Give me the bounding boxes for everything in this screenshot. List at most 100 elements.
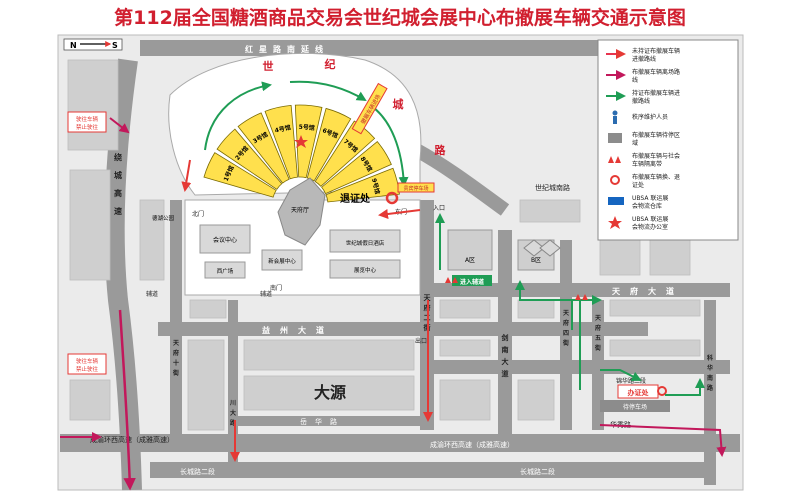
label-yuehua: 岳华路 [300,417,345,426]
hall-2 [216,128,283,190]
block-w-long [69,169,111,281]
legend-label-6-b: 证处 [632,181,644,189]
vlabel-raocheng_gaosu-3: 速 [114,206,122,216]
route-pink-1 [118,309,136,491]
west-square-label: 西广场 [217,267,234,275]
route-pink-4 [109,117,130,134]
label-changcheng-2: 长城路二段 [520,467,555,476]
label-chengyu: 成渝环西高速（成雅高速） [430,440,514,449]
waiting-zone-label: 待停车场 [623,403,647,411]
road-tianfu-blvd [420,283,730,297]
vlabel-chuan_da_lu-1: 大 [230,409,236,417]
hall-9 [325,167,400,203]
block-delu [139,199,165,281]
exit-office-marker [385,191,399,205]
road-labels: 红星路南延线 世纪城南路 益州大道 天府大道 岳华路 成渝环西高速（成雅高速） … [90,44,674,476]
roads [60,40,740,485]
arc-label-2: 城 [393,97,404,111]
route-green-3 [369,104,409,187]
block-mid1 [243,339,415,371]
route-green-1 [204,81,272,151]
block-w1 [187,339,225,431]
hall-label-4: 4号馆 [274,123,292,134]
exit-office-label: 退证处 [340,192,371,205]
arc-label-0: 世 [263,59,274,73]
vlabel-jiannan-0: 剑 [501,333,509,342]
callout-bottom-line1: 驶往车辆 [76,357,99,365]
legend-item-3: 秩序维护人员 [612,110,668,124]
vlabel-tianfu_wujie-0: 天 [595,315,601,322]
label-shijicheng-south: 世纪城南路 [535,183,570,192]
conf-center-building [199,224,251,254]
legend-label-7-b: 会物流仓库 [632,202,662,210]
entry-gate-label: 进入辅道 [460,278,484,286]
legend-label-4: 布撤展车辆待停区 [632,131,680,139]
west-square-building [204,261,246,279]
legend-label-5-b: 车辆隔离带 [632,160,662,168]
legend-label-0-b: 进撤路线 [632,55,656,63]
new-expo-label: 新会展中心 [268,257,296,265]
route-green-2 [289,80,367,102]
vlabel-tianfu_wujie-1: 府 [595,324,601,332]
left-callouts: 驶往车辆 禁止驶往 驶往车辆 禁止驶往 [67,111,107,375]
entry-gate [452,275,492,286]
vlabel-raocheng_gaosu-0: 绕 [114,152,122,162]
tianfu-hall-label: 天府厅 [291,206,309,214]
logistics-star [294,135,308,148]
compass-north: N [70,41,77,50]
block-fuyuan [189,299,227,319]
vlabel-jiannan-3: 道 [502,369,509,378]
block-sw [69,379,111,421]
new-expo-building [261,249,303,271]
apply-office-marker [657,386,667,396]
block-nw [67,59,119,151]
block-b1 [517,299,555,319]
label-yizhou: 益州大道 [262,325,334,335]
label-hongxing: 红星路南延线 [245,44,329,54]
legend-label-1: 布撤展车辆离场路 [632,68,680,76]
vlabel-raocheng_gaosu-2: 高 [114,188,122,198]
conf-center-label: 会议中心 [213,236,237,244]
legend-label-0: 未持证布撤展车辆 [632,47,680,55]
hall-3 [237,112,290,184]
arc-label-1: 纪 [325,57,336,71]
shijicheng-arc-labels: 世 纪城路 [263,57,447,157]
route-pink-3 [599,424,727,457]
route-green-7 [600,369,642,381]
vlabel-tianfu_wujie-3: 街 [594,344,601,352]
legend-item-6: 布撤展车辆换、退证处 [610,173,680,189]
vlabel-jiannan-2: 大 [502,357,509,366]
route-red-3 [378,209,421,219]
hall-4 [264,104,298,180]
legend: 未持证布撤展车辆进撤路线布撤展车辆离场路线持证布撤展车辆进撤路线秩序维护人员布撤… [606,47,680,231]
label-huaxiu: 华秀路 [610,420,631,429]
cone-barriers [445,277,588,300]
hotel-label: 世纪城假日酒店 [346,239,385,247]
road-yizhou [158,322,648,336]
callout-top-line1: 驶往车辆 [76,115,99,123]
block-a3 [439,379,491,421]
plaza-b-label: B区 [531,257,541,264]
vip-callout-box [397,182,435,193]
legend-label-2: 持证布撤展车辆进 [632,89,680,97]
route-green-6 [665,378,705,396]
label-north-gate: 北门 [192,210,204,218]
label-jinhua: 锦华路二段 [616,377,646,385]
tianfu-hall-building [277,177,326,246]
callout-bottom-box [67,353,107,375]
vlabel-kehua_south-3: 路 [707,384,714,392]
label-south-gate: 南门 [270,284,282,292]
block-c2 [609,339,701,357]
vlabel-chuan_da_lu-0: 川 [229,400,236,407]
vlabel-jiannan-1: 南 [502,345,509,354]
routes [60,80,727,491]
arc-label-3: 路 [435,143,447,157]
vlabel-tianfu_shijie-3: 街 [172,369,179,377]
